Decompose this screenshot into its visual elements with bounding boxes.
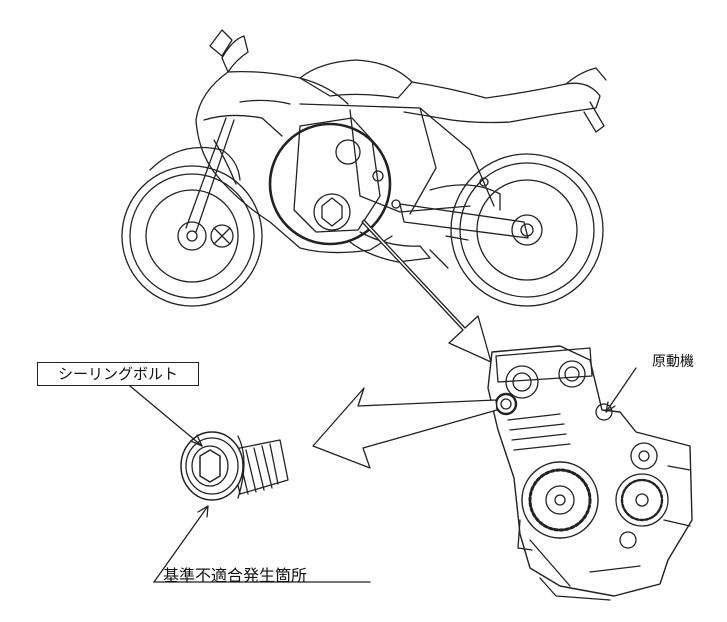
windscreen bbox=[221, 35, 249, 73]
front-fork bbox=[185, 117, 235, 233]
seat-tail bbox=[403, 81, 601, 124]
rear-wheel bbox=[450, 153, 604, 307]
defect-pointer bbox=[153, 505, 209, 583]
callout-arrow-engine-to-bolt bbox=[312, 387, 498, 469]
fuel-tank bbox=[299, 59, 413, 99]
front-wheel bbox=[121, 165, 263, 307]
engine-pointer bbox=[605, 367, 637, 413]
engine-label: 原動機 bbox=[652, 354, 694, 370]
tail-light bbox=[583, 101, 605, 133]
bolt-label-pointer bbox=[129, 385, 203, 447]
frame bbox=[299, 103, 495, 215]
engine-cover-bolt bbox=[313, 193, 351, 231]
front-fairing bbox=[195, 71, 393, 254]
sealing-bolt-illustration bbox=[180, 431, 289, 501]
callout-arrow-bike-to-engine bbox=[361, 219, 492, 363]
highlight-circle bbox=[268, 122, 392, 246]
mirror bbox=[209, 29, 233, 57]
bike-engine bbox=[293, 117, 381, 233]
defect-location-label: 基準不適合発生箇所 bbox=[163, 566, 308, 585]
swingarm bbox=[399, 203, 529, 239]
front-fender bbox=[149, 146, 241, 181]
engine-illustration bbox=[487, 345, 693, 601]
sealing-bolt-label: シーリングボルト bbox=[37, 362, 199, 386]
motorcycle-illustration bbox=[121, 29, 607, 307]
